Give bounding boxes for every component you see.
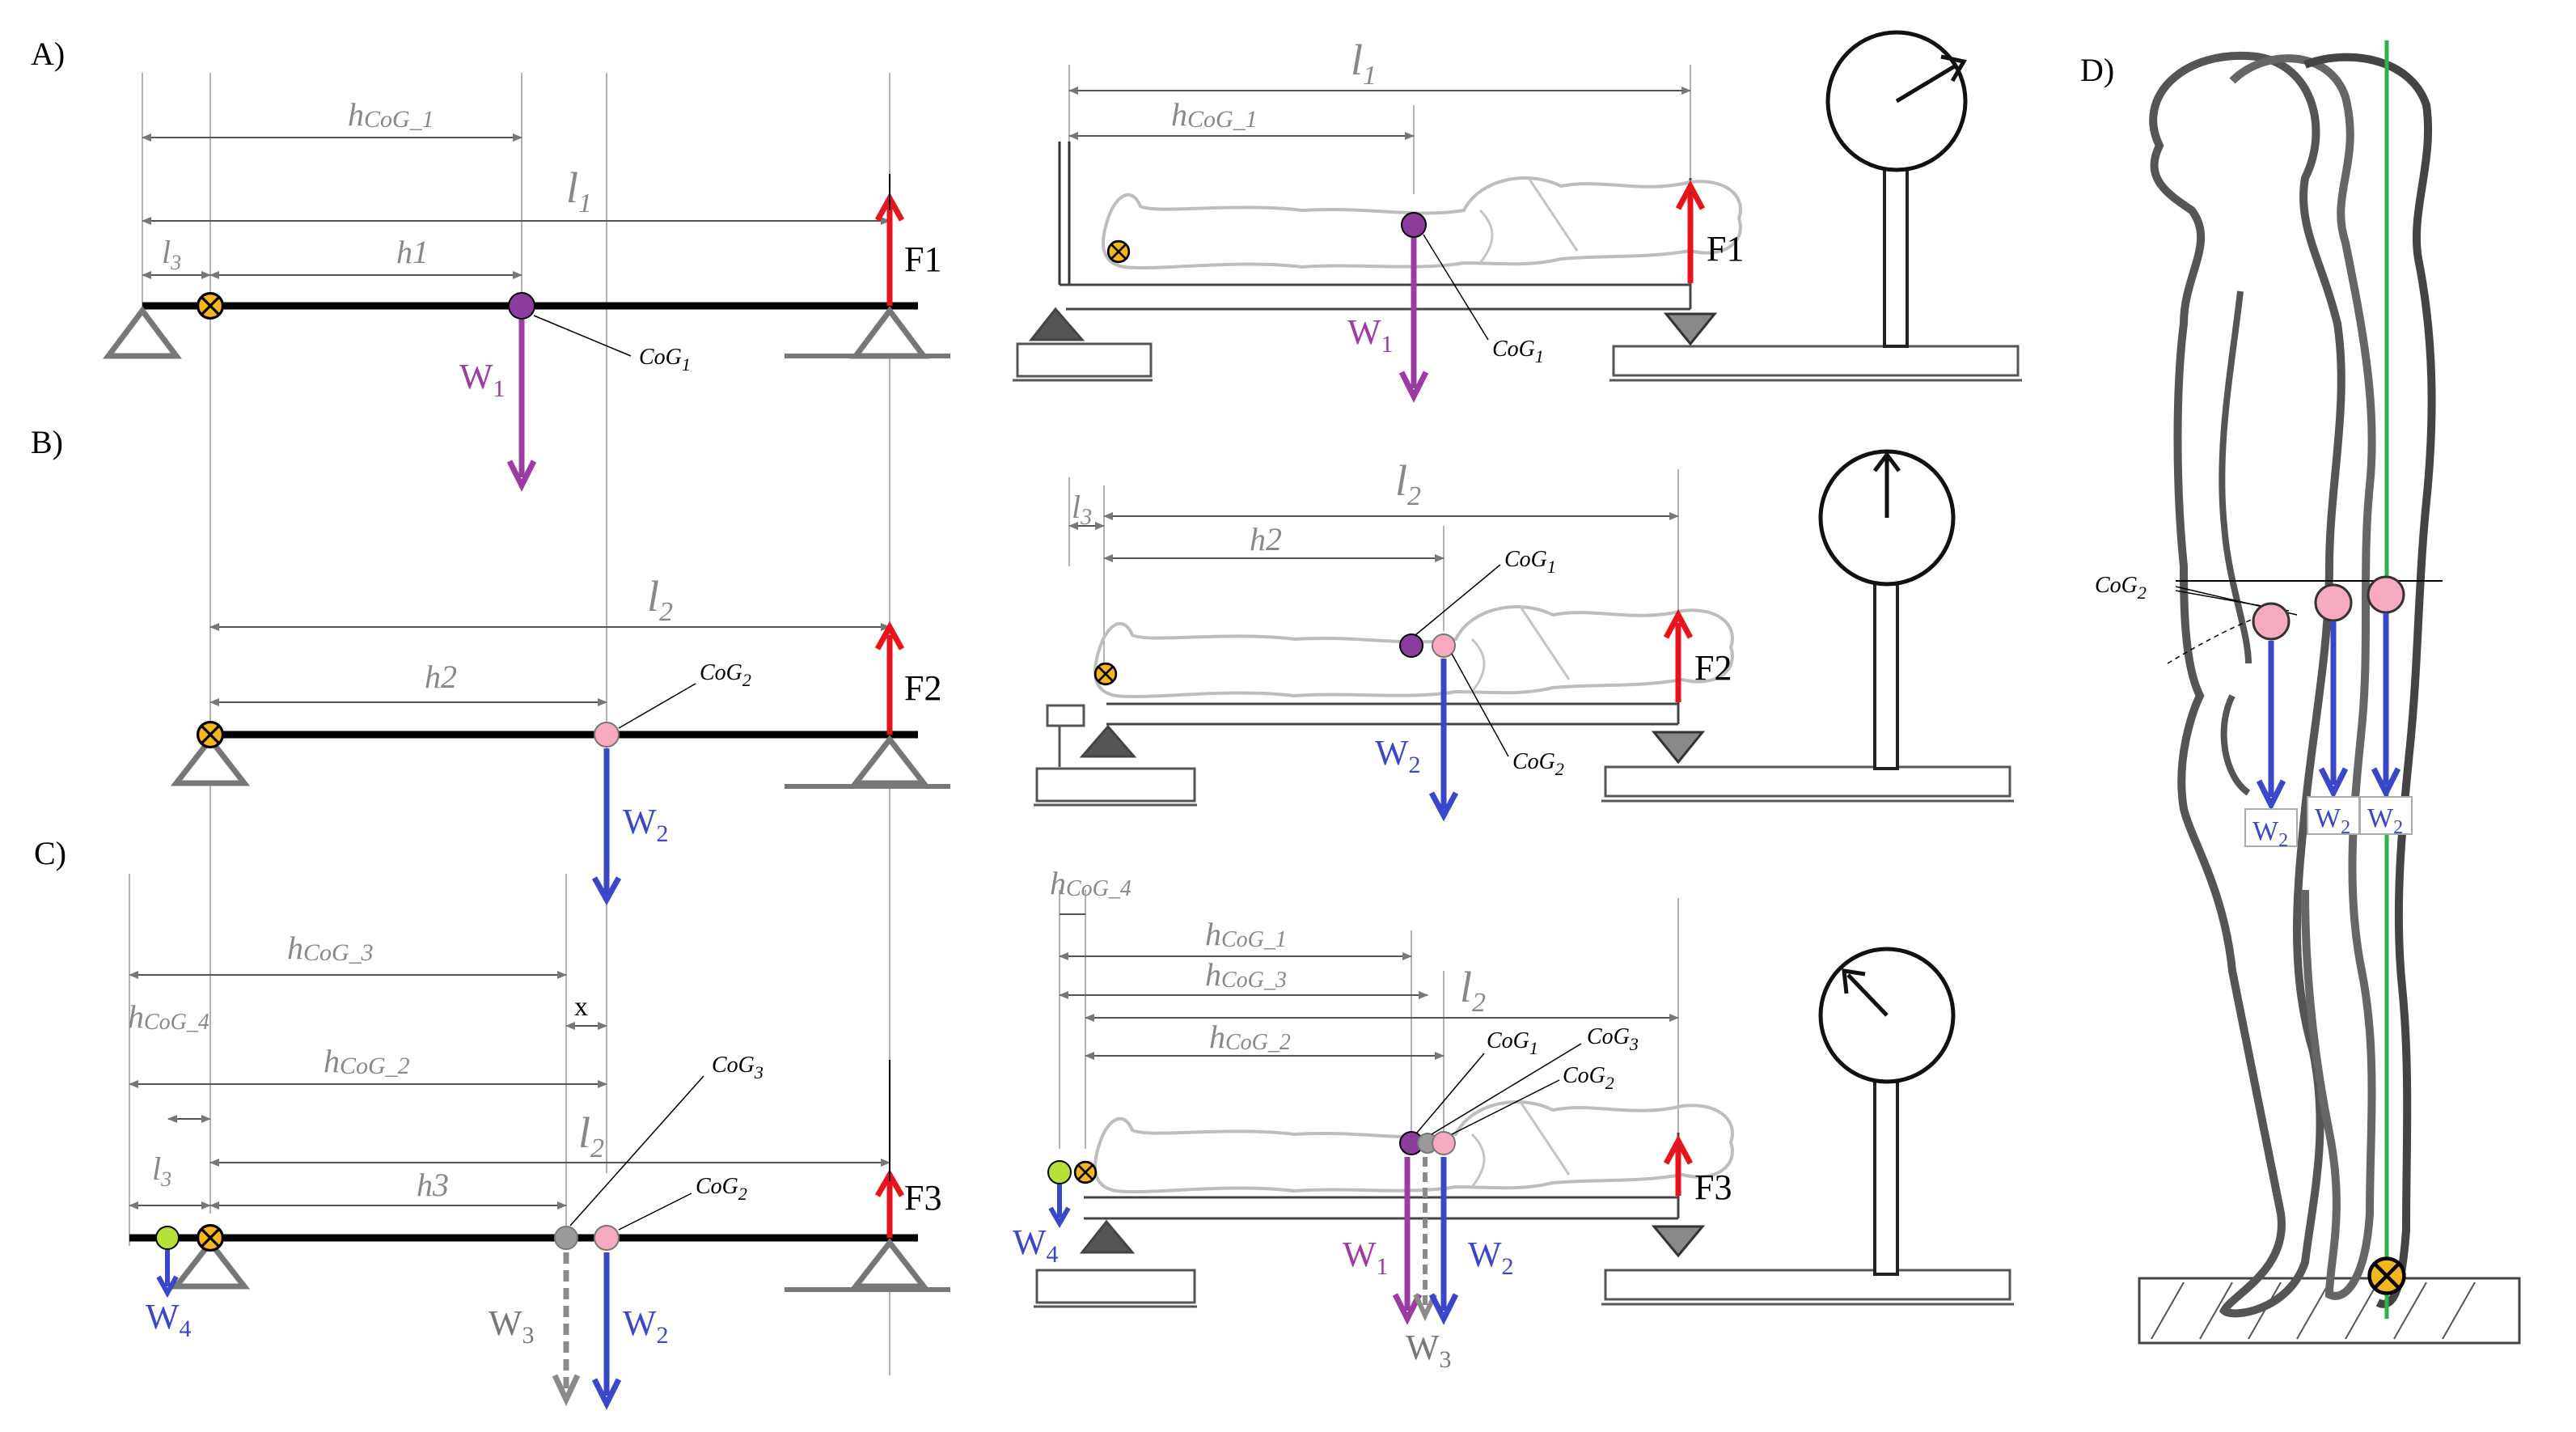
cog2-marker-bed-b [1432,633,1456,658]
dim-hcog1-label-bed-c: hCoG_1 [1205,916,1287,952]
panel-c-bed-scene: hCoG_4 hCoG_1 hCoG_3 l2 hCoG_2 W4 [1013,865,2014,1373]
dim-hcog3-label-bed-c: hCoG_3 [1205,956,1287,993]
dim-l1-label-bed: l1 [1351,36,1377,91]
dim-hcog1-label: hCoG_1 [348,96,434,133]
dim-hcog2-label-bed-c: hCoG_2 [1209,1019,1291,1055]
f3-label-c: F3 [904,1178,941,1218]
cog2-marker-c [594,1225,620,1251]
panel-c-label: C) [34,835,66,871]
panel-a-bed-scene: l1 hCoG_1 CoG1 W1 F1 [1013,30,2022,403]
panel-a-beam-diagram: hCoG_1 l1 l3 h1 CoG1 W1 [103,73,950,1375]
dim-hcog3-label: hCoG_3 [287,930,374,966]
cog1-label-bed-c: CoG1 [1487,1028,1538,1058]
cog1-label-bed-a: CoG1 [1492,337,1544,366]
dim-l2-label-bed-c: l2 [1460,963,1486,1018]
w2-label-bed-c: W2 [1468,1235,1514,1280]
panel-d-standing-scene: CoG2 W2 W2 W2 [2095,40,2521,1345]
w2-label-c: W2 [623,1303,669,1349]
cog4-marker-c [155,1226,180,1250]
dim-l3-label-c: l3 [152,1150,171,1191]
panel-b-label: B) [31,424,63,460]
cog1-label-bed-b: CoG1 [1504,547,1556,577]
pivot-icon [196,291,225,320]
panel-d-label: D) [2080,52,2114,88]
cog1-label-a: CoG1 [639,345,691,375]
cog3-marker-c [554,1226,578,1250]
cog2-marker-d-1 [2252,602,2290,641]
dim-l1-label: l1 [566,163,592,218]
cog2-label-b: CoG2 [700,660,751,690]
w2-label-b: W2 [623,802,669,847]
w2-label-d-2: W2 [2315,803,2350,838]
w3-label-bed-c: W3 [1406,1328,1452,1373]
panel-b-beam-diagram: l2 h2 CoG2 W2 F2 [170,572,950,906]
w1-label-bed-a: W1 [1347,312,1394,358]
w2-label-d-3: W2 [2367,803,2403,838]
cog2-marker-bed-c [1432,1131,1456,1155]
f2-label-bed-b: F2 [1694,648,1732,688]
cog2-label-bed-b: CoG2 [1512,749,1564,779]
dim-l3-label-bed-b: l3 [1072,489,1092,530]
w1-label-a: W1 [459,357,505,402]
dim-l2-label-b: l2 [647,572,673,627]
f3-label-bed-c: F3 [1694,1167,1732,1207]
dim-h2-label-b: h2 [425,659,457,695]
dim-h2-label-bed-b: h2 [1250,521,1282,557]
cog2-label-bed-c: CoG2 [1563,1063,1614,1093]
f1-label-bed-a: F1 [1707,229,1744,269]
w3-label-c: W3 [489,1303,535,1349]
cog3-label-bed-c: CoG3 [1587,1024,1639,1054]
panel-c-beam-diagram: hCoG_3 x hCoG_4 hCoG_2 l2 l3 h3 W4 [128,874,950,1410]
cog2-marker-d-3 [2367,575,2405,614]
w4-label-c: W4 [146,1297,192,1342]
panel-a-label: A) [31,36,65,72]
dim-l2-label-bed-b: l2 [1395,456,1421,511]
cog3-label-c: CoG3 [712,1053,763,1082]
dim-h3-label: h3 [417,1167,449,1203]
w1-label-bed-c: W1 [1343,1235,1389,1280]
panel-b-bed-scene: l3 l2 h2 CoG1 CoG2 W2 F2 [1034,449,2014,822]
dim-hcog4-label-c: hCoG_4 [128,998,209,1035]
w4-label-bed-c: W4 [1013,1222,1059,1268]
w2-label-d-1: W2 [2252,816,2288,851]
dim-h1-label: h1 [396,234,429,270]
dim-x-label: x [574,992,588,1022]
cog1-marker [508,292,535,320]
cog1-marker-bed-b [1399,633,1423,658]
dim-l3-label-a: l3 [162,234,181,274]
cog2-label-c: CoG2 [696,1174,747,1204]
w2-label-bed-b: W2 [1375,733,1421,778]
cog2-marker-b [594,722,620,748]
f2-label-b: F2 [904,668,941,708]
cog2-marker-d-2 [2314,583,2353,622]
cog1-marker-bed-a [1401,212,1427,238]
cog2-label-d: CoG2 [2095,573,2147,603]
f1-label-a: F1 [904,239,941,279]
cog4-marker-bed-c [1047,1160,1072,1184]
dim-hcog1-label-bed: hCoG_1 [1171,96,1258,133]
dim-hcog4-label-bed-c: hCoG_4 [1050,865,1131,901]
dim-l2-label-c: l2 [578,1108,604,1163]
dim-hcog2-label-c: hCoG_2 [324,1043,410,1079]
